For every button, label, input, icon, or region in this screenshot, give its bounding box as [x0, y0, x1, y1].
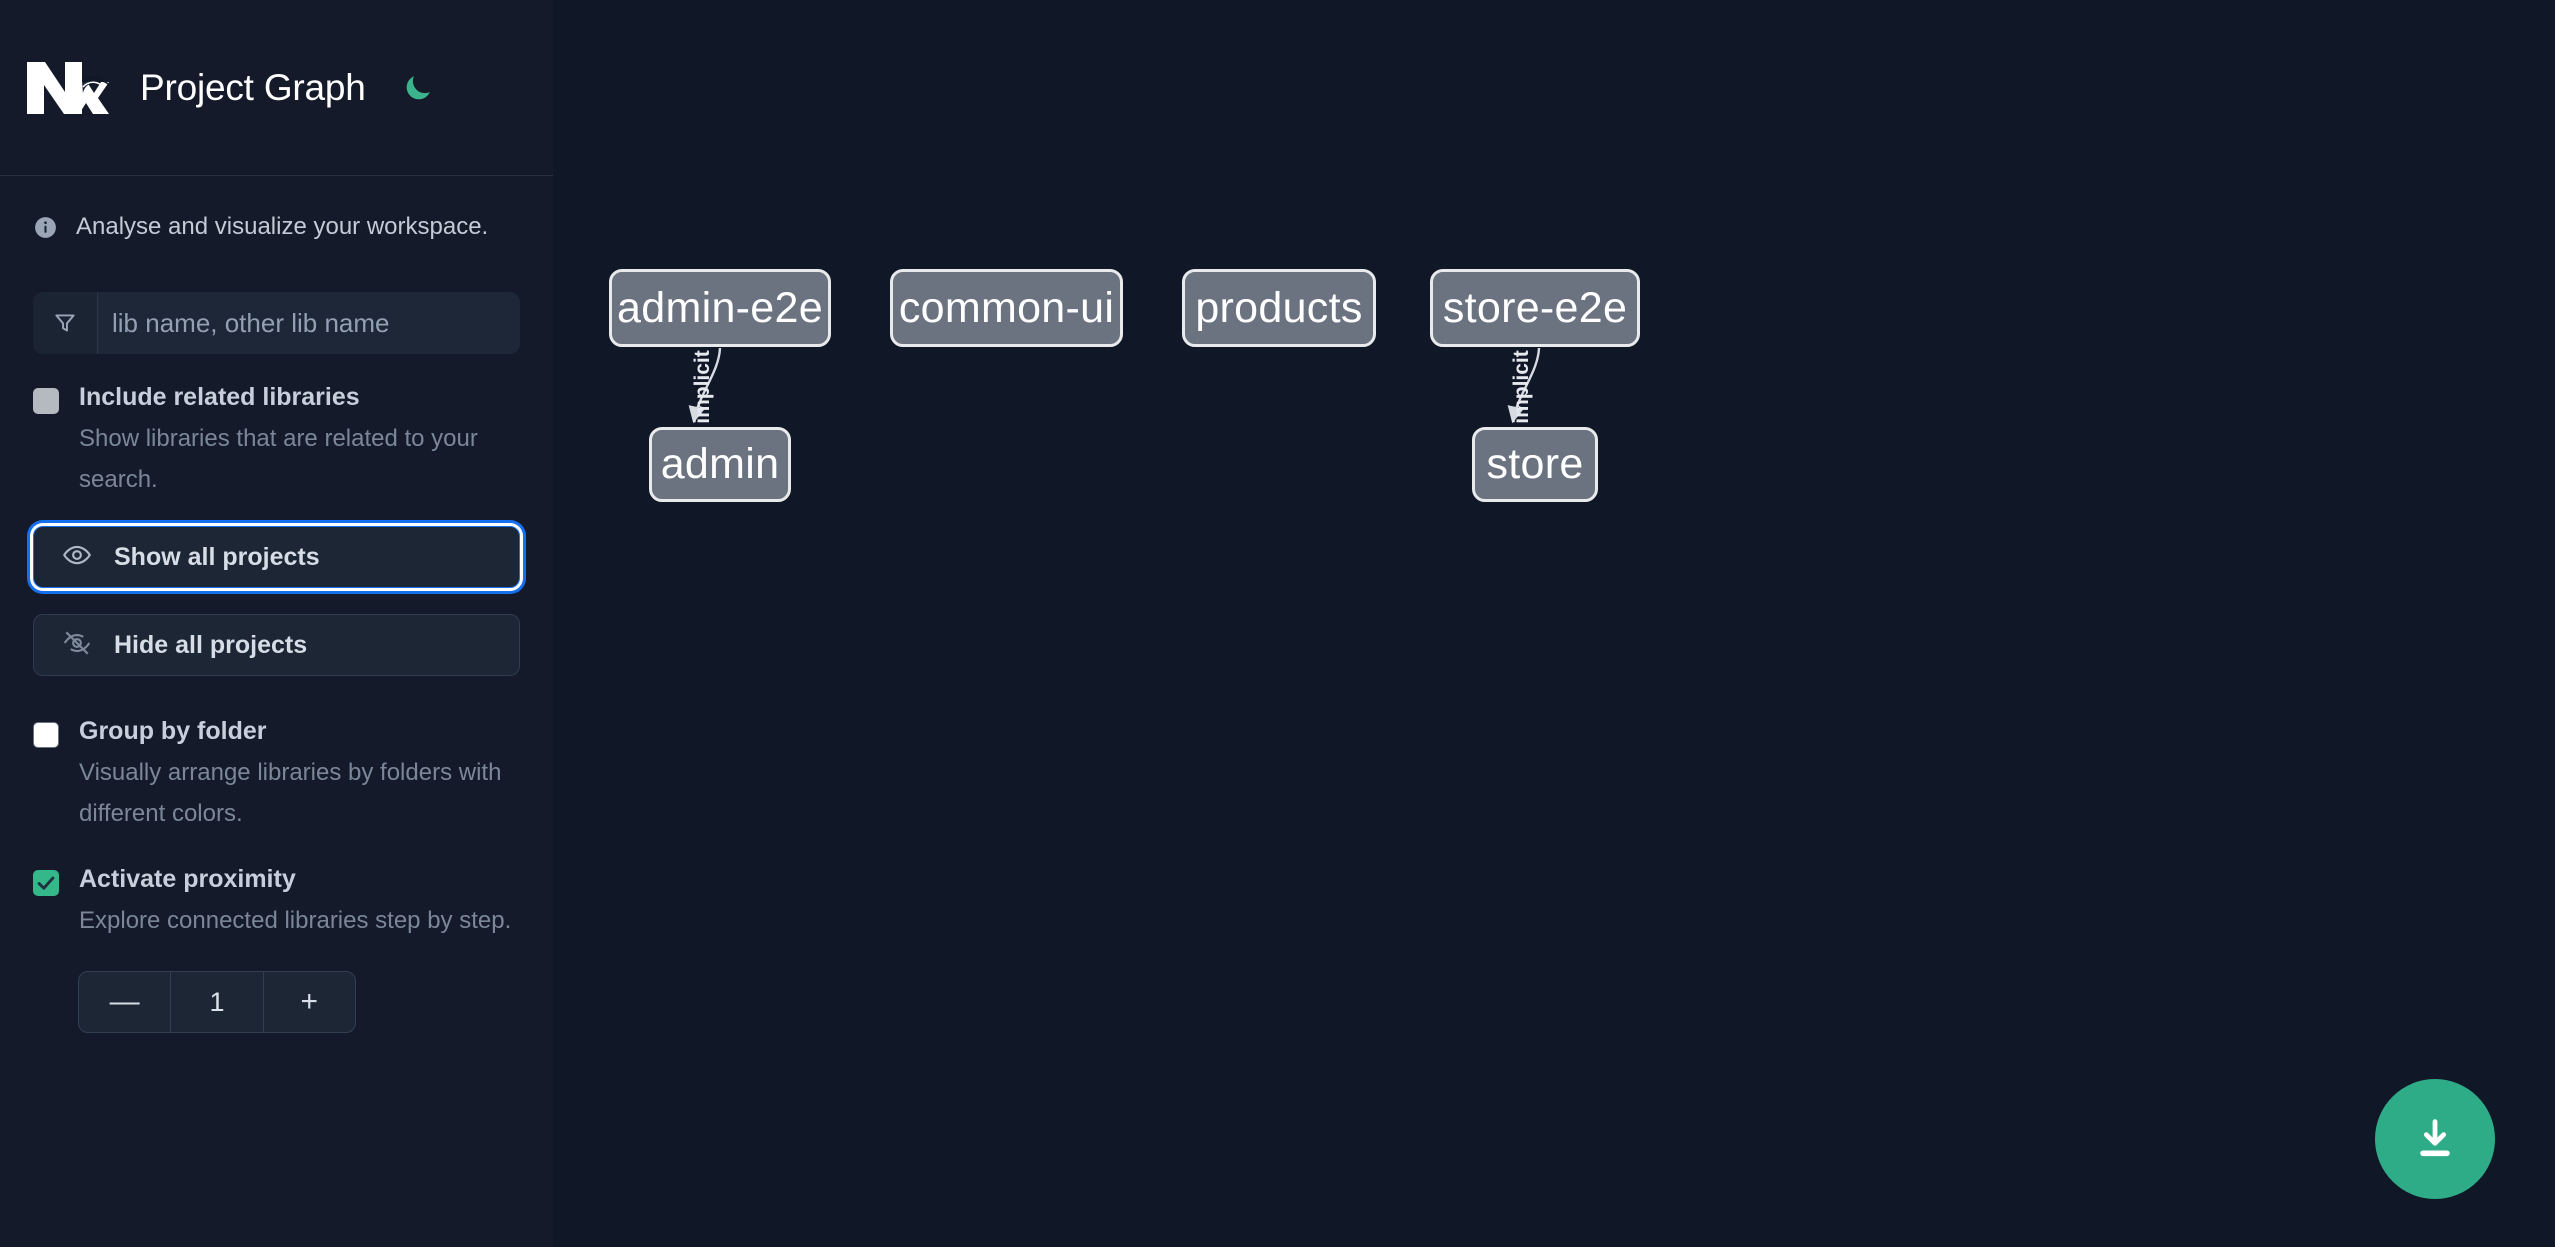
tagline: Analyse and visualize your workspace.	[33, 192, 520, 262]
nx-logo	[24, 56, 110, 120]
hide-all-projects-button[interactable]: Hide all projects	[33, 614, 520, 676]
option-label: Group by folder	[79, 717, 267, 745]
checkbox-group-by-folder[interactable]	[33, 722, 59, 748]
sidebar: Project Graph Analyse and visualize your…	[0, 0, 553, 1247]
search-input[interactable]	[98, 292, 520, 354]
proximity-stepper: — 1 +	[78, 971, 356, 1033]
option-description: Visually arrange libraries by folders wi…	[79, 759, 502, 827]
page-title: Project Graph	[140, 66, 366, 108]
eye-icon	[62, 540, 92, 575]
option-include-related-libraries[interactable]: Include related libraries Show libraries…	[33, 382, 520, 500]
hide-all-projects-label: Hide all projects	[114, 630, 308, 659]
download-graph-button[interactable]	[2375, 1079, 2495, 1199]
option-label: Activate proximity	[79, 865, 296, 893]
option-group-by-folder[interactable]: Group by folder Visually arrange librari…	[33, 716, 520, 834]
show-all-projects-label: Show all projects	[114, 542, 320, 571]
graph-node-admin-e2e[interactable]: admin-e2e	[609, 269, 831, 347]
edge-label-store-e2e-store: implicit	[1509, 350, 1533, 424]
checkbox-include-related-libraries[interactable]	[33, 388, 59, 414]
graph-node-products[interactable]: products	[1182, 269, 1376, 347]
option-label: Include related libraries	[79, 383, 360, 411]
checkbox-activate-proximity[interactable]	[33, 870, 59, 896]
graph-node-admin[interactable]: admin	[649, 427, 791, 502]
filter-funnel-icon	[33, 292, 98, 354]
sidebar-header: Project Graph	[0, 0, 553, 176]
moon-icon[interactable]	[396, 66, 440, 110]
info-icon	[33, 215, 58, 240]
option-description: Explore connected libraries step by step…	[79, 907, 512, 934]
edge-label-admin-e2e-admin: implicit	[690, 350, 714, 424]
filter-row	[33, 292, 520, 354]
graph-edges	[688, 347, 1541, 424]
graph-node-store-e2e[interactable]: store-e2e	[1430, 269, 1640, 347]
tagline-text: Analyse and visualize your workspace.	[76, 213, 489, 240]
graph-node-common-ui[interactable]: common-ui	[890, 269, 1123, 347]
proximity-decrement-button[interactable]: —	[109, 985, 140, 1018]
sidebar-body: Analyse and visualize your workspace. In…	[0, 192, 553, 1033]
proximity-increment-button[interactable]: +	[300, 985, 319, 1018]
proximity-value: 1	[170, 972, 264, 1032]
graph-node-store[interactable]: store	[1472, 427, 1598, 502]
eye-off-icon	[62, 628, 92, 663]
option-activate-proximity[interactable]: Activate proximity Explore connected lib…	[33, 864, 520, 941]
show-all-projects-button[interactable]: Show all projects	[33, 526, 520, 588]
graph-canvas[interactable]: implicit implicit admin-e2e common-ui pr…	[553, 0, 2555, 1247]
option-description: Show libraries that are related to your …	[79, 425, 478, 493]
